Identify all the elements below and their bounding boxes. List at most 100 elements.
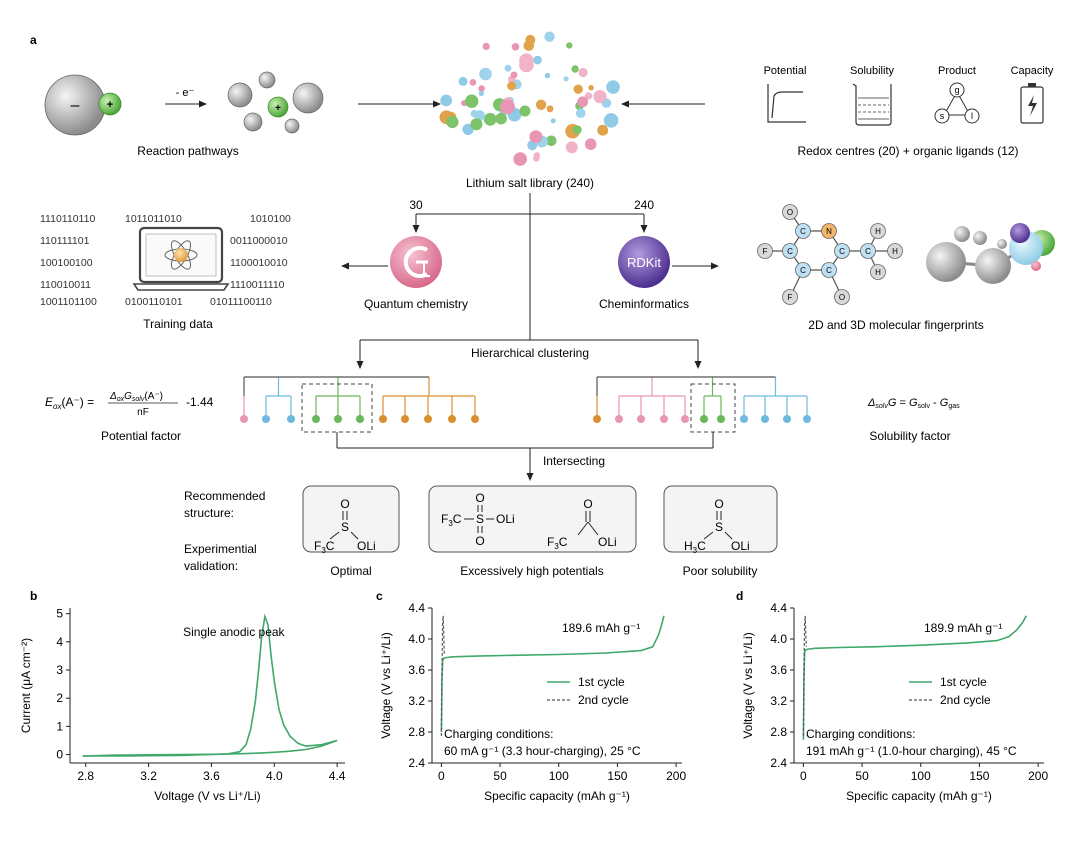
library-molecule-dot [525,34,536,45]
fragment-sphere [284,118,300,134]
optimal-label: Optimal [330,564,371,578]
library-molecule-dot [598,93,605,100]
solubility-equation: ΔsolvG = Gsolv - Ggas [867,397,960,410]
svg-text:F3C: F3C [314,539,335,555]
binary-row: 1110110110 [40,213,95,225]
library-molecule-dot [510,71,518,79]
dendrogram-leaf [356,415,364,423]
library-molecule-dot [603,113,619,128]
fragment-sphere [243,112,263,132]
x-tick-label: 50 [855,769,869,783]
product-g: g [954,85,959,95]
atom-label: O [787,208,793,217]
y-tick-label: 3.6 [770,663,787,677]
svg-text:OLi: OLi [496,512,515,526]
y-tick-label: 3.2 [770,694,787,708]
binary-row: 01011100110 [210,296,272,308]
x-tick-label: 4.0 [266,769,283,783]
atom-label: C [865,247,871,256]
binary-row: 110010011 [40,279,91,291]
legend-label-1st: 1st cycle [578,675,625,689]
library-molecule-dot [529,130,543,144]
reaction-pathways-label: Reaction pathways [137,144,238,158]
library-molecule-dot [546,105,554,113]
molecule-triflate: O S O F3C OLi [441,491,515,548]
y-tick-label: 4.0 [408,632,425,646]
series-line [440,615,665,733]
library-molecule-dot [478,85,485,92]
library-molecule-dot [470,118,483,131]
laptop-icon [132,226,230,291]
binary-row: 0011000010 [230,235,288,247]
hierarchical-clustering-label: Hierarchical clustering [471,346,589,360]
dendrogram-leaf [379,415,387,423]
library-molecule-dot [550,118,556,124]
rdkit-logo: RDKit [618,236,670,288]
svg-text:-1.44: -1.44 [186,395,214,409]
dendrogram-leaf [717,415,725,423]
binary-row: 1110011110 [230,279,285,291]
atom-node [870,223,886,239]
atom-label: N [826,227,832,236]
atom-icon [164,240,198,270]
library-molecule-dot [474,110,485,121]
atom-node [834,243,850,259]
dendrogram-leaf [615,415,623,423]
library-molecule-dot [495,112,507,125]
potential-icon [767,84,806,123]
conditions-title: Charging conditions: [444,727,553,741]
fragment-sphere [292,82,324,114]
svg-text:H3C: H3C [684,539,706,555]
legend-label-1st: 1st cycle [940,675,987,689]
library-molecule-dot [573,84,583,94]
x-tick-label: 0 [800,769,807,783]
legend-label-2nd: 2nd cycle [578,693,629,707]
series-line [82,739,338,757]
svg-text:ΔsolvG = Gsolv - Ggas: ΔsolvG = Gsolv - Ggas [867,397,960,410]
y-axis-label: Current (μA cm⁻²) [19,638,33,733]
optimal-structure-box [302,485,400,553]
y-tick-label: 3.6 [408,663,425,677]
library-molecule-dot [584,138,597,150]
y-tick-label: 2.8 [770,725,787,739]
svg-text:O: O [583,497,592,511]
intersecting-label: Intersecting [543,454,605,468]
binary-row: 1010100 [250,213,291,225]
library-molecule-dot [504,64,512,72]
x-tick-label: 150 [969,769,989,783]
phase-triangle-icon: g s l [934,82,980,124]
svg-text:O: O [475,491,484,505]
x-axis-label: Specific capacity (mAh g⁻¹) [846,789,992,803]
poor-solubility-label: Poor solubility [683,564,758,578]
library-molecule-dot [513,152,527,166]
binary-row: 100100100 [40,257,93,269]
cheminformatics-label: Cheminformatics [599,297,689,311]
product-s: s [940,111,945,121]
product-label: Product [938,65,976,77]
potential-factor-label: Potential factor [101,429,181,443]
library-molecule-dot [588,85,594,91]
atom-node [821,223,837,239]
y-tick-label: 4.0 [770,632,787,646]
library-molecule-dot [571,65,579,73]
atom-label: C [826,266,832,275]
property-icons: Potential Solubility Product g s l Capac… [764,65,1054,126]
library-molecule-dot [606,80,620,94]
atom-node [782,243,798,259]
library-molecule-dot [500,99,515,115]
clustering-connector [356,339,702,369]
lithium-salt-library-cluster [439,31,620,166]
dendrogram-leaf [783,415,791,423]
library-molecule-dot [535,99,547,111]
atom-label: C [800,266,806,275]
svg-text:OLi: OLi [598,535,617,549]
dendrogram-leaf [471,415,479,423]
redox-caption: Redox centres (20) + organic ligands (12… [797,144,1018,158]
library-molecule-dot [465,94,479,108]
fingerprints-label: 2D and 3D molecular fingerprints [808,318,983,332]
library-molecule-dot [565,141,578,154]
dendrogram-leaf [312,415,320,423]
library-molecule-dot [544,72,551,79]
